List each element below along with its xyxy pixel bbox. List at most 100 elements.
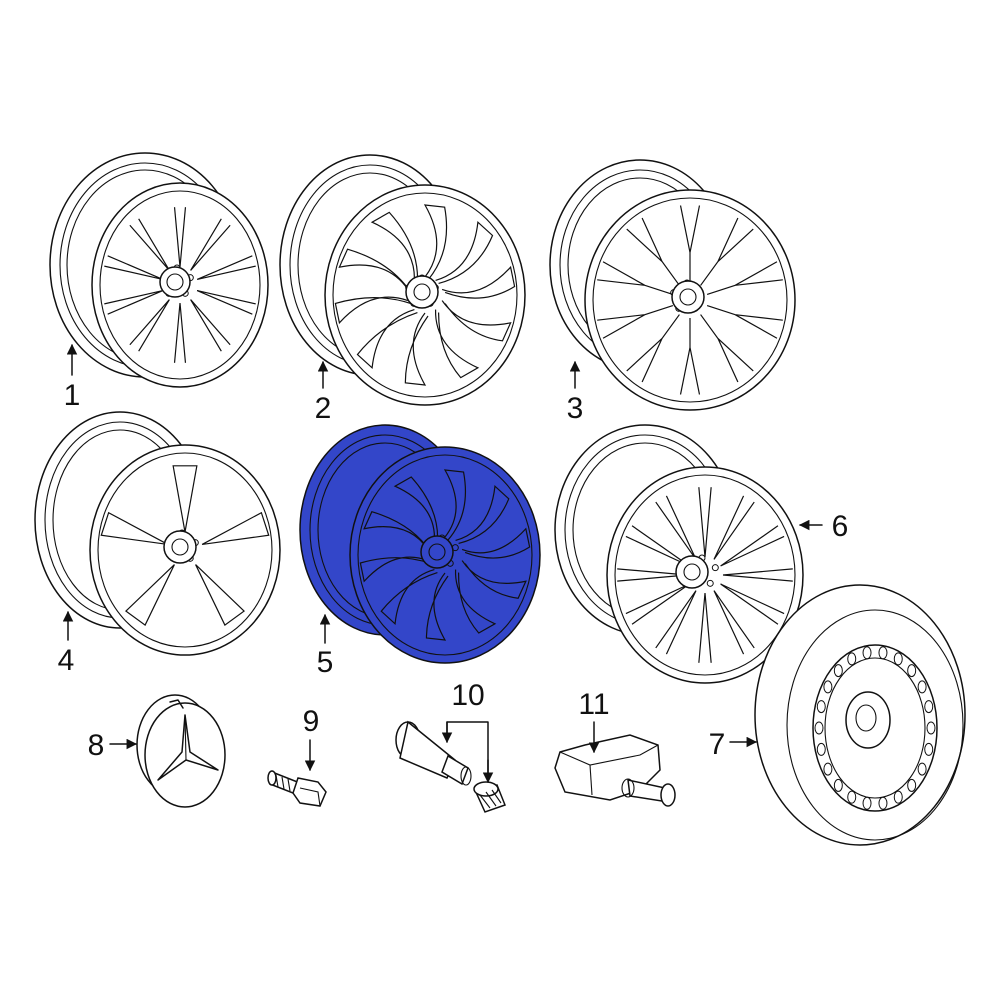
wheel-spoke [706,304,783,339]
wheel-spoke [393,476,439,544]
wheel-spoke [201,511,270,546]
callout-1: 1 [64,379,81,412]
vent-hole [924,742,934,756]
callout-10: 10 [451,679,484,712]
wheel-spoke [196,255,256,281]
wheel-spoke [363,511,432,553]
vent-hole [833,778,843,792]
valve-cap-illustration[interactable] [473,781,506,813]
wheel-spoke [626,314,680,383]
wheel-spoke [700,217,754,286]
leader-lines [62,343,823,784]
wheel-spoke [404,312,429,386]
wheel-spoke [334,296,412,325]
center-cap-illustration[interactable] [136,694,226,808]
callout-8: 8 [88,729,105,762]
valve-stem-illustration[interactable] [395,720,472,786]
wheel-spoke [124,564,175,626]
wheel-spoke [190,218,231,271]
wheel-spoke [356,308,418,370]
wheel-spoke [713,495,755,560]
wheel-spoke [370,211,419,284]
wheel-spoke [461,527,531,559]
callout-labels: 1 2 3 4 5 6 7 8 9 10 11 [58,379,849,762]
wheel-spoke [713,590,755,655]
wheel-spoke [698,592,712,663]
wheel-spoke [720,583,785,625]
wheel-spoke [454,569,497,634]
vent-hole [893,790,903,804]
wheel-spoke [441,265,516,299]
vent-hole [814,721,824,735]
wheel-spoke [461,560,527,599]
wheel-spoke [129,299,170,352]
wheel-spoke [104,255,164,281]
callout-6: 6 [832,510,849,543]
callout-3: 3 [567,392,584,425]
callout-9: 9 [303,705,320,738]
wheel-spoke [700,314,754,383]
vent-hole [893,652,903,666]
vent-hole [878,796,888,810]
vent-hole [917,680,927,694]
vent-hole [907,664,917,678]
vent-hole [823,762,833,776]
wheel-spoke [173,207,187,268]
wheel-spoke [196,289,256,315]
wheel-spoke [100,511,169,546]
wheel-spoke [706,261,783,296]
wheel-spoke [625,583,690,625]
wheel-bolt-illustration[interactable] [267,770,327,807]
vent-hole [816,700,826,714]
vent-hole [926,721,936,735]
callout-5: 5 [317,646,334,679]
wheel-spoke [129,218,170,271]
wheel-spoke [722,568,793,582]
wheel-spoke [190,299,231,352]
wheel-spoke [425,572,449,641]
tpms-sensor-illustration[interactable] [554,734,676,807]
wheel-5-illustration[interactable] [299,424,541,664]
vent-hole [862,646,872,660]
wheel-2-illustration[interactable] [279,154,526,406]
wheel-spoke [423,204,448,281]
wheel-3-illustration[interactable] [549,159,796,411]
wheel-spoke [655,590,697,655]
wheel-4-illustration[interactable] [34,411,281,656]
wheel-spoke [597,261,674,296]
wheel-spoke [443,469,467,541]
wheel-spoke [625,525,690,567]
wheel-spoke [679,318,701,395]
spare-wheel-illustration[interactable] [754,584,966,846]
vent-hole [924,700,934,714]
vent-hole [847,652,857,666]
wheel-spoke [698,487,712,558]
wheel-spoke [172,465,198,533]
wheel-spoke [597,304,674,339]
wheel-spoke [455,485,510,545]
wheel-spoke [173,302,187,363]
callout-4: 4 [58,644,75,677]
wheel-spoke [380,568,438,625]
wheel-6-illustration[interactable] [554,424,804,684]
wheel-spoke [441,300,512,342]
wheel-spoke [626,217,680,286]
wheel-spoke [679,205,701,282]
vent-hole [862,796,872,810]
wheel-spoke [195,564,246,626]
lug-hole [706,579,714,587]
wheel-spoke [435,220,494,285]
lug-hole [711,564,719,572]
wheel-spoke [338,248,412,293]
wheel-spoke [104,289,164,315]
wheel-spoke [434,309,480,379]
wheel-spoke [655,495,697,560]
vent-hole [823,680,833,694]
vent-hole [847,790,857,804]
callout-2: 2 [315,392,332,425]
callout-11: 11 [578,688,609,721]
wheel-1-illustration[interactable] [49,152,269,388]
vent-hole [878,646,888,660]
vent-hole [833,664,843,678]
wheel-spoke [720,525,785,567]
